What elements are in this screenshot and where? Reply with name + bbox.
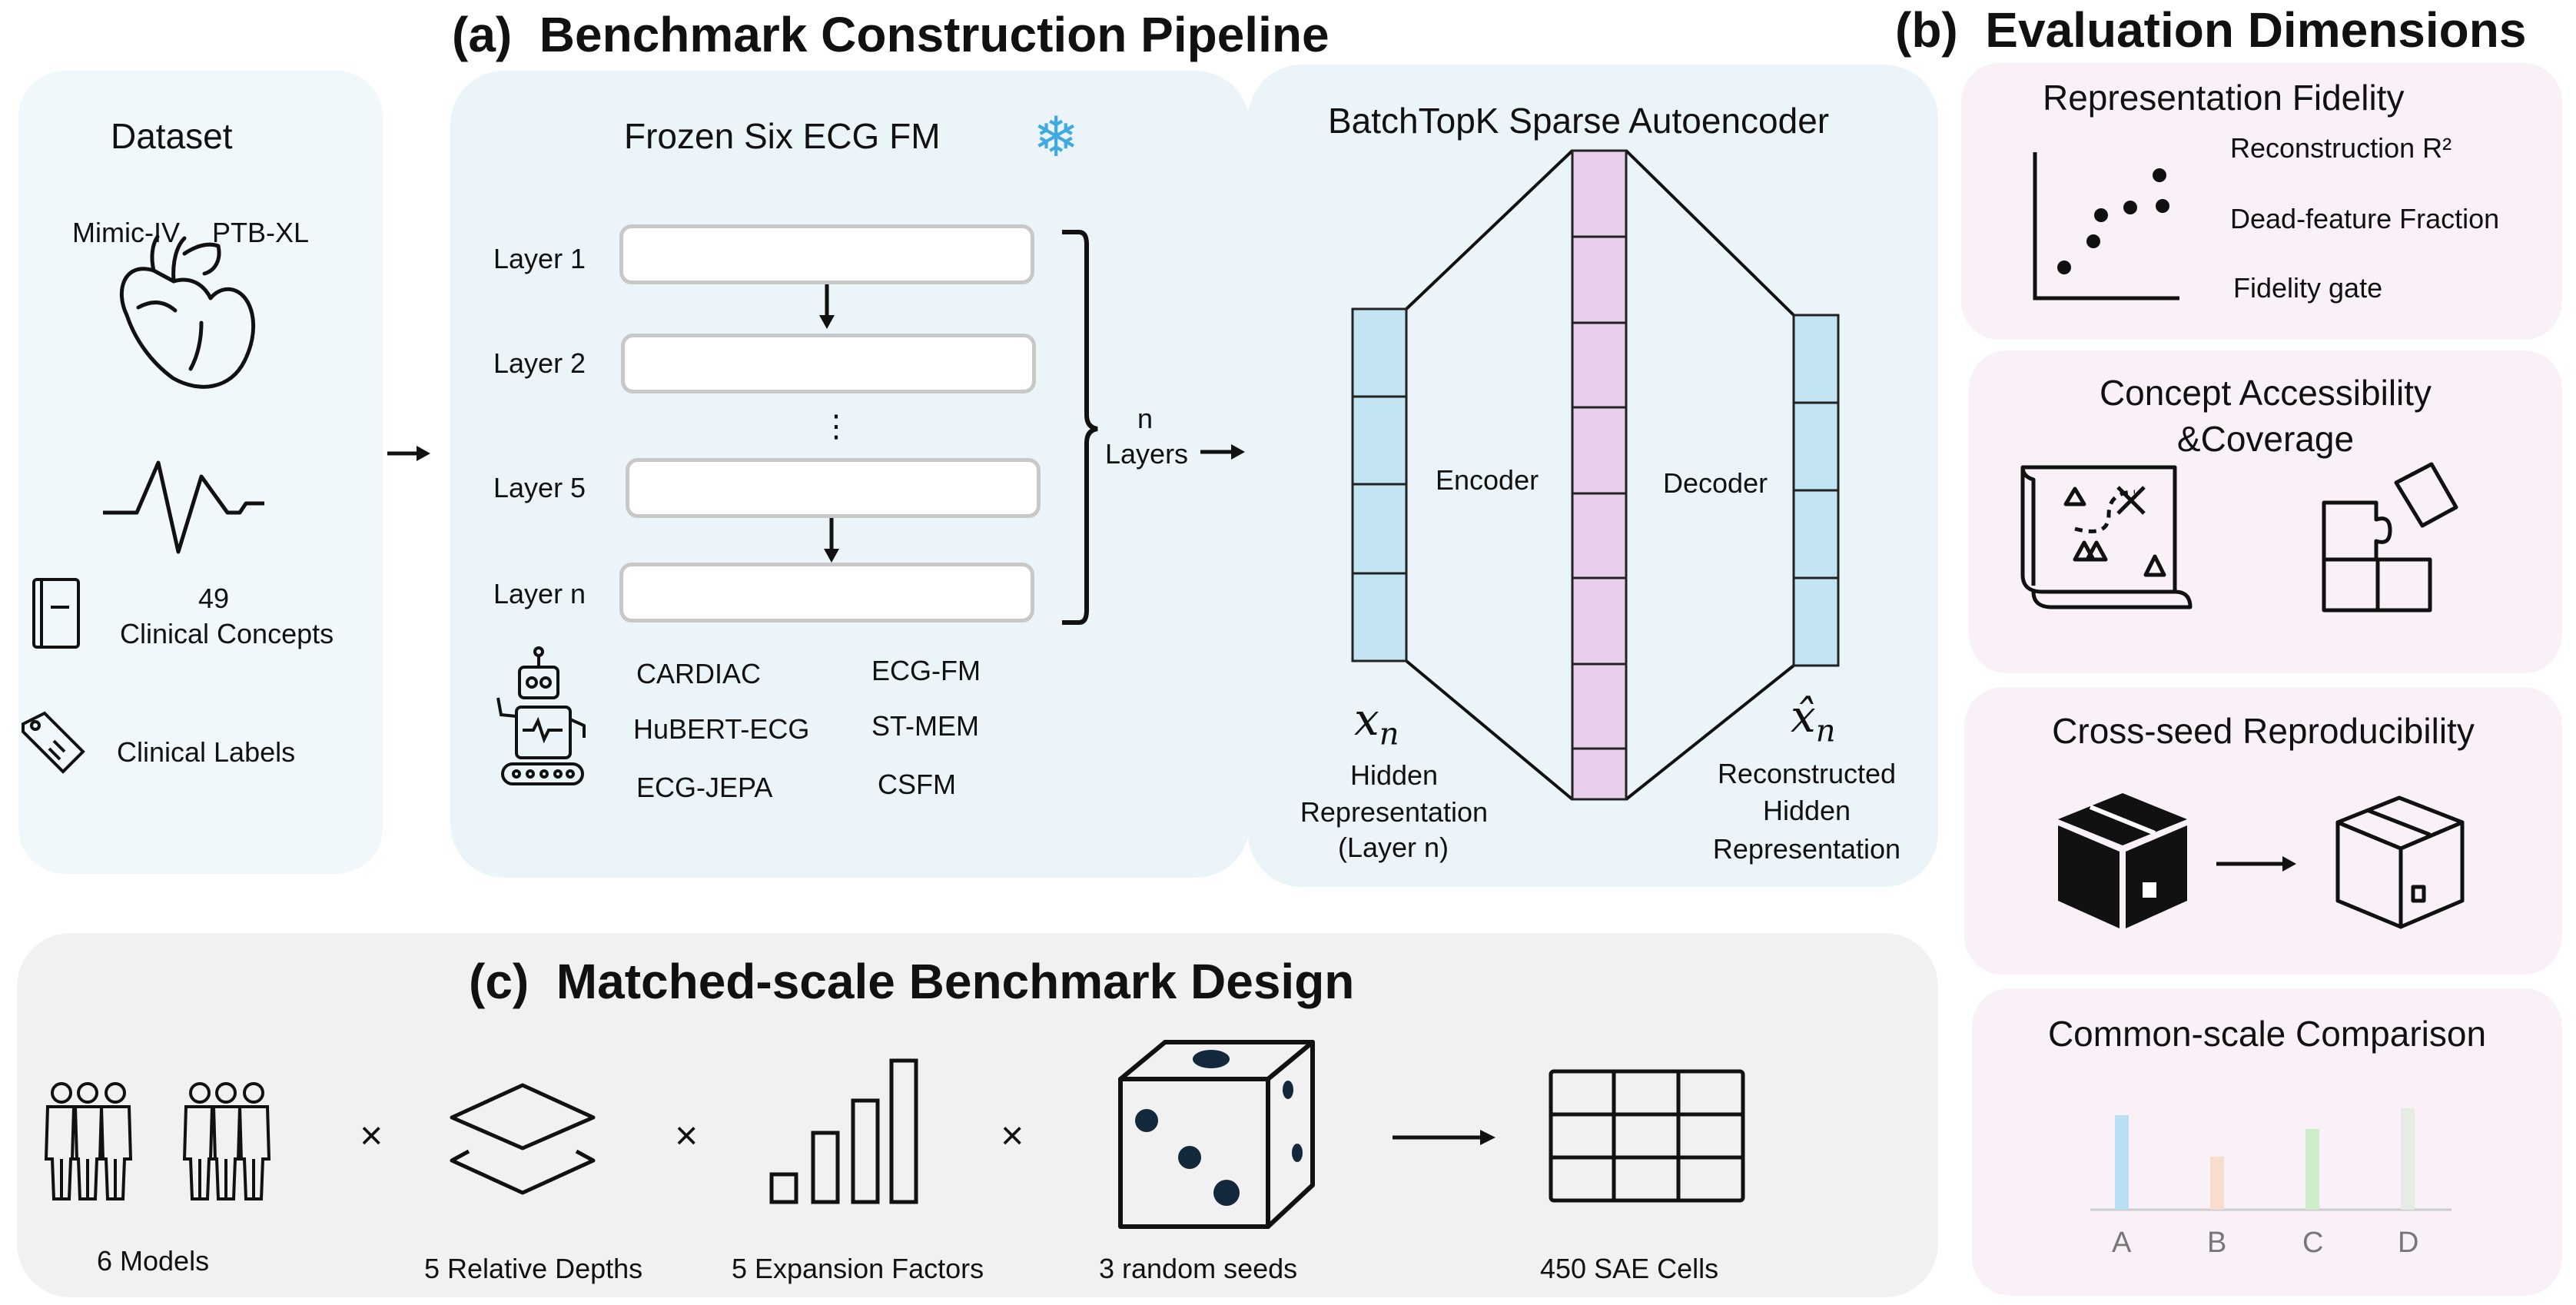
puzzle-icon: [2322, 462, 2458, 613]
die-icon: [1118, 1040, 1315, 1229]
latent-vector: [1571, 149, 1628, 801]
design-item-depths: 5 Relative Depths: [424, 1253, 643, 1284]
clinical-labels: Clinical Labels: [117, 736, 296, 768]
layer-label-2: Layer 2: [493, 347, 586, 379]
outline-box-icon: [2335, 795, 2465, 929]
output-label-1: Reconstructed: [1717, 758, 1897, 789]
fidelity-item-gate: Fidelity gate: [2233, 272, 2383, 304]
sae-title: BatchTopK Sparse Autoencoder: [1328, 101, 1830, 141]
ecg-wave-icon: [103, 460, 264, 554]
n-layers-line1: n: [1137, 403, 1154, 434]
tag-icon: [22, 711, 85, 774]
concepts-count: 49: [198, 583, 230, 614]
filled-box-icon: [2058, 793, 2187, 928]
dataset-title: Dataset: [111, 116, 233, 156]
fidelity-title: Representation Fidelity: [2043, 78, 2405, 118]
times-sign-1: ×: [360, 1114, 383, 1158]
layers-icon: [450, 1083, 596, 1195]
layer-label-n: Layer n: [493, 578, 586, 609]
times-sign-3: ×: [1001, 1114, 1024, 1158]
reproducibility-title: Cross-seed Reproducibility: [2052, 711, 2475, 751]
sae-cells-grid-icon: [1549, 1069, 1745, 1203]
layer-box-5: [626, 458, 1041, 518]
comparison-panel: [1972, 988, 2562, 1296]
design-item-models: 6 Models: [97, 1245, 210, 1277]
robot-icon: [496, 646, 586, 785]
section-c-title: (c) Matched-scale Benchmark Design: [469, 954, 1355, 1009]
section-b-title: (b) Evaluation Dimensions: [1895, 2, 2527, 58]
layer-label-5: Layer 5: [493, 472, 586, 503]
dataset-panel: [18, 71, 383, 874]
output-label-3: Representation: [1712, 833, 1901, 865]
design-item-expansion: 5 Expansion Factors: [732, 1253, 984, 1284]
layer-box-2: [621, 334, 1036, 393]
expansion-bars-icon: [769, 1058, 918, 1204]
encoder-label: Encoder: [1436, 464, 1539, 496]
comparison-bar-b: [2210, 1157, 2224, 1210]
layer-box-1: [619, 224, 1034, 284]
treasure-map-icon: [2020, 465, 2193, 609]
comparison-bar-label-d: D: [2398, 1227, 2419, 1259]
fidelity-item-dead: Dead-feature Fraction: [2230, 203, 2500, 234]
fidelity-panel: [1961, 63, 2562, 340]
comparison-bar-label-a: A: [2112, 1227, 2132, 1259]
model-hubert-ecg: HuBERT-ECG: [633, 713, 810, 745]
model-csfm: CSFM: [878, 769, 956, 800]
section-a-title: (a) Benchmark Construction Pipeline: [452, 7, 1329, 62]
input-label-3: (Layer n): [1337, 832, 1449, 863]
design-item-cells: 450 SAE Cells: [1540, 1253, 1719, 1284]
model-st-mem: ST-MEM: [871, 710, 979, 742]
design-item-seeds: 3 random seeds: [1099, 1253, 1298, 1284]
snowflake-icon: ❄: [1033, 107, 1080, 168]
comparison-bar-label-c: C: [2302, 1227, 2324, 1259]
model-ecg-jepa: ECG-JEPA: [636, 772, 773, 803]
source-ptbxl: PTB-XL: [212, 217, 310, 248]
layer-ellipsis: ⋮: [821, 410, 851, 443]
input-label-2: Representation: [1300, 796, 1489, 828]
reproducibility-arrow: [2282, 856, 2296, 872]
output-vector: [1792, 314, 1840, 667]
fidelity-item-r2: Reconstruction R²: [2230, 132, 2452, 164]
layers-bracket: [1062, 230, 1098, 625]
source-mimic: Mimic-IV: [72, 217, 180, 248]
layer-label-1: Layer 1: [493, 243, 586, 274]
concept-panel: [1969, 350, 2562, 673]
heart-icon: [119, 234, 255, 389]
concepts-label: Clinical Concepts: [120, 618, 334, 649]
decoder-label: Decoder: [1663, 467, 1768, 499]
comparison-bar-label-b: B: [2207, 1227, 2227, 1259]
output-symbol: x̂n: [1791, 690, 1836, 749]
comparison-title: Common-scale Comparison: [2047, 1014, 2487, 1054]
comparison-bar-a: [2115, 1115, 2129, 1210]
input-symbol: xn: [1354, 693, 1399, 752]
concept-title-1: Concept Accessibility: [2099, 373, 2432, 413]
times-sign-2: ×: [675, 1114, 699, 1158]
comparison-bar-d: [2401, 1108, 2415, 1210]
comparison-bar-c: [2305, 1129, 2319, 1210]
book-icon: [32, 578, 80, 649]
arrow-dataset-to-fm: [417, 446, 430, 461]
input-vector: [1351, 307, 1408, 662]
layer-box-n: [619, 563, 1034, 623]
n-layers-line2: Layers: [1105, 438, 1189, 470]
fm-title: Frozen Six ECG FM: [624, 116, 941, 156]
people-icon: [44, 1082, 271, 1200]
input-label-1: Hidden: [1349, 759, 1439, 791]
arrow-fm-to-sae: [1231, 444, 1245, 460]
model-ecg-fm: ECG-FM: [871, 655, 981, 686]
model-cardiac: CARDIAC: [636, 658, 762, 689]
output-label-2: Hidden: [1762, 795, 1851, 826]
design-arrow: [1480, 1130, 1495, 1145]
concept-title-2: &Coverage: [2176, 419, 2355, 459]
